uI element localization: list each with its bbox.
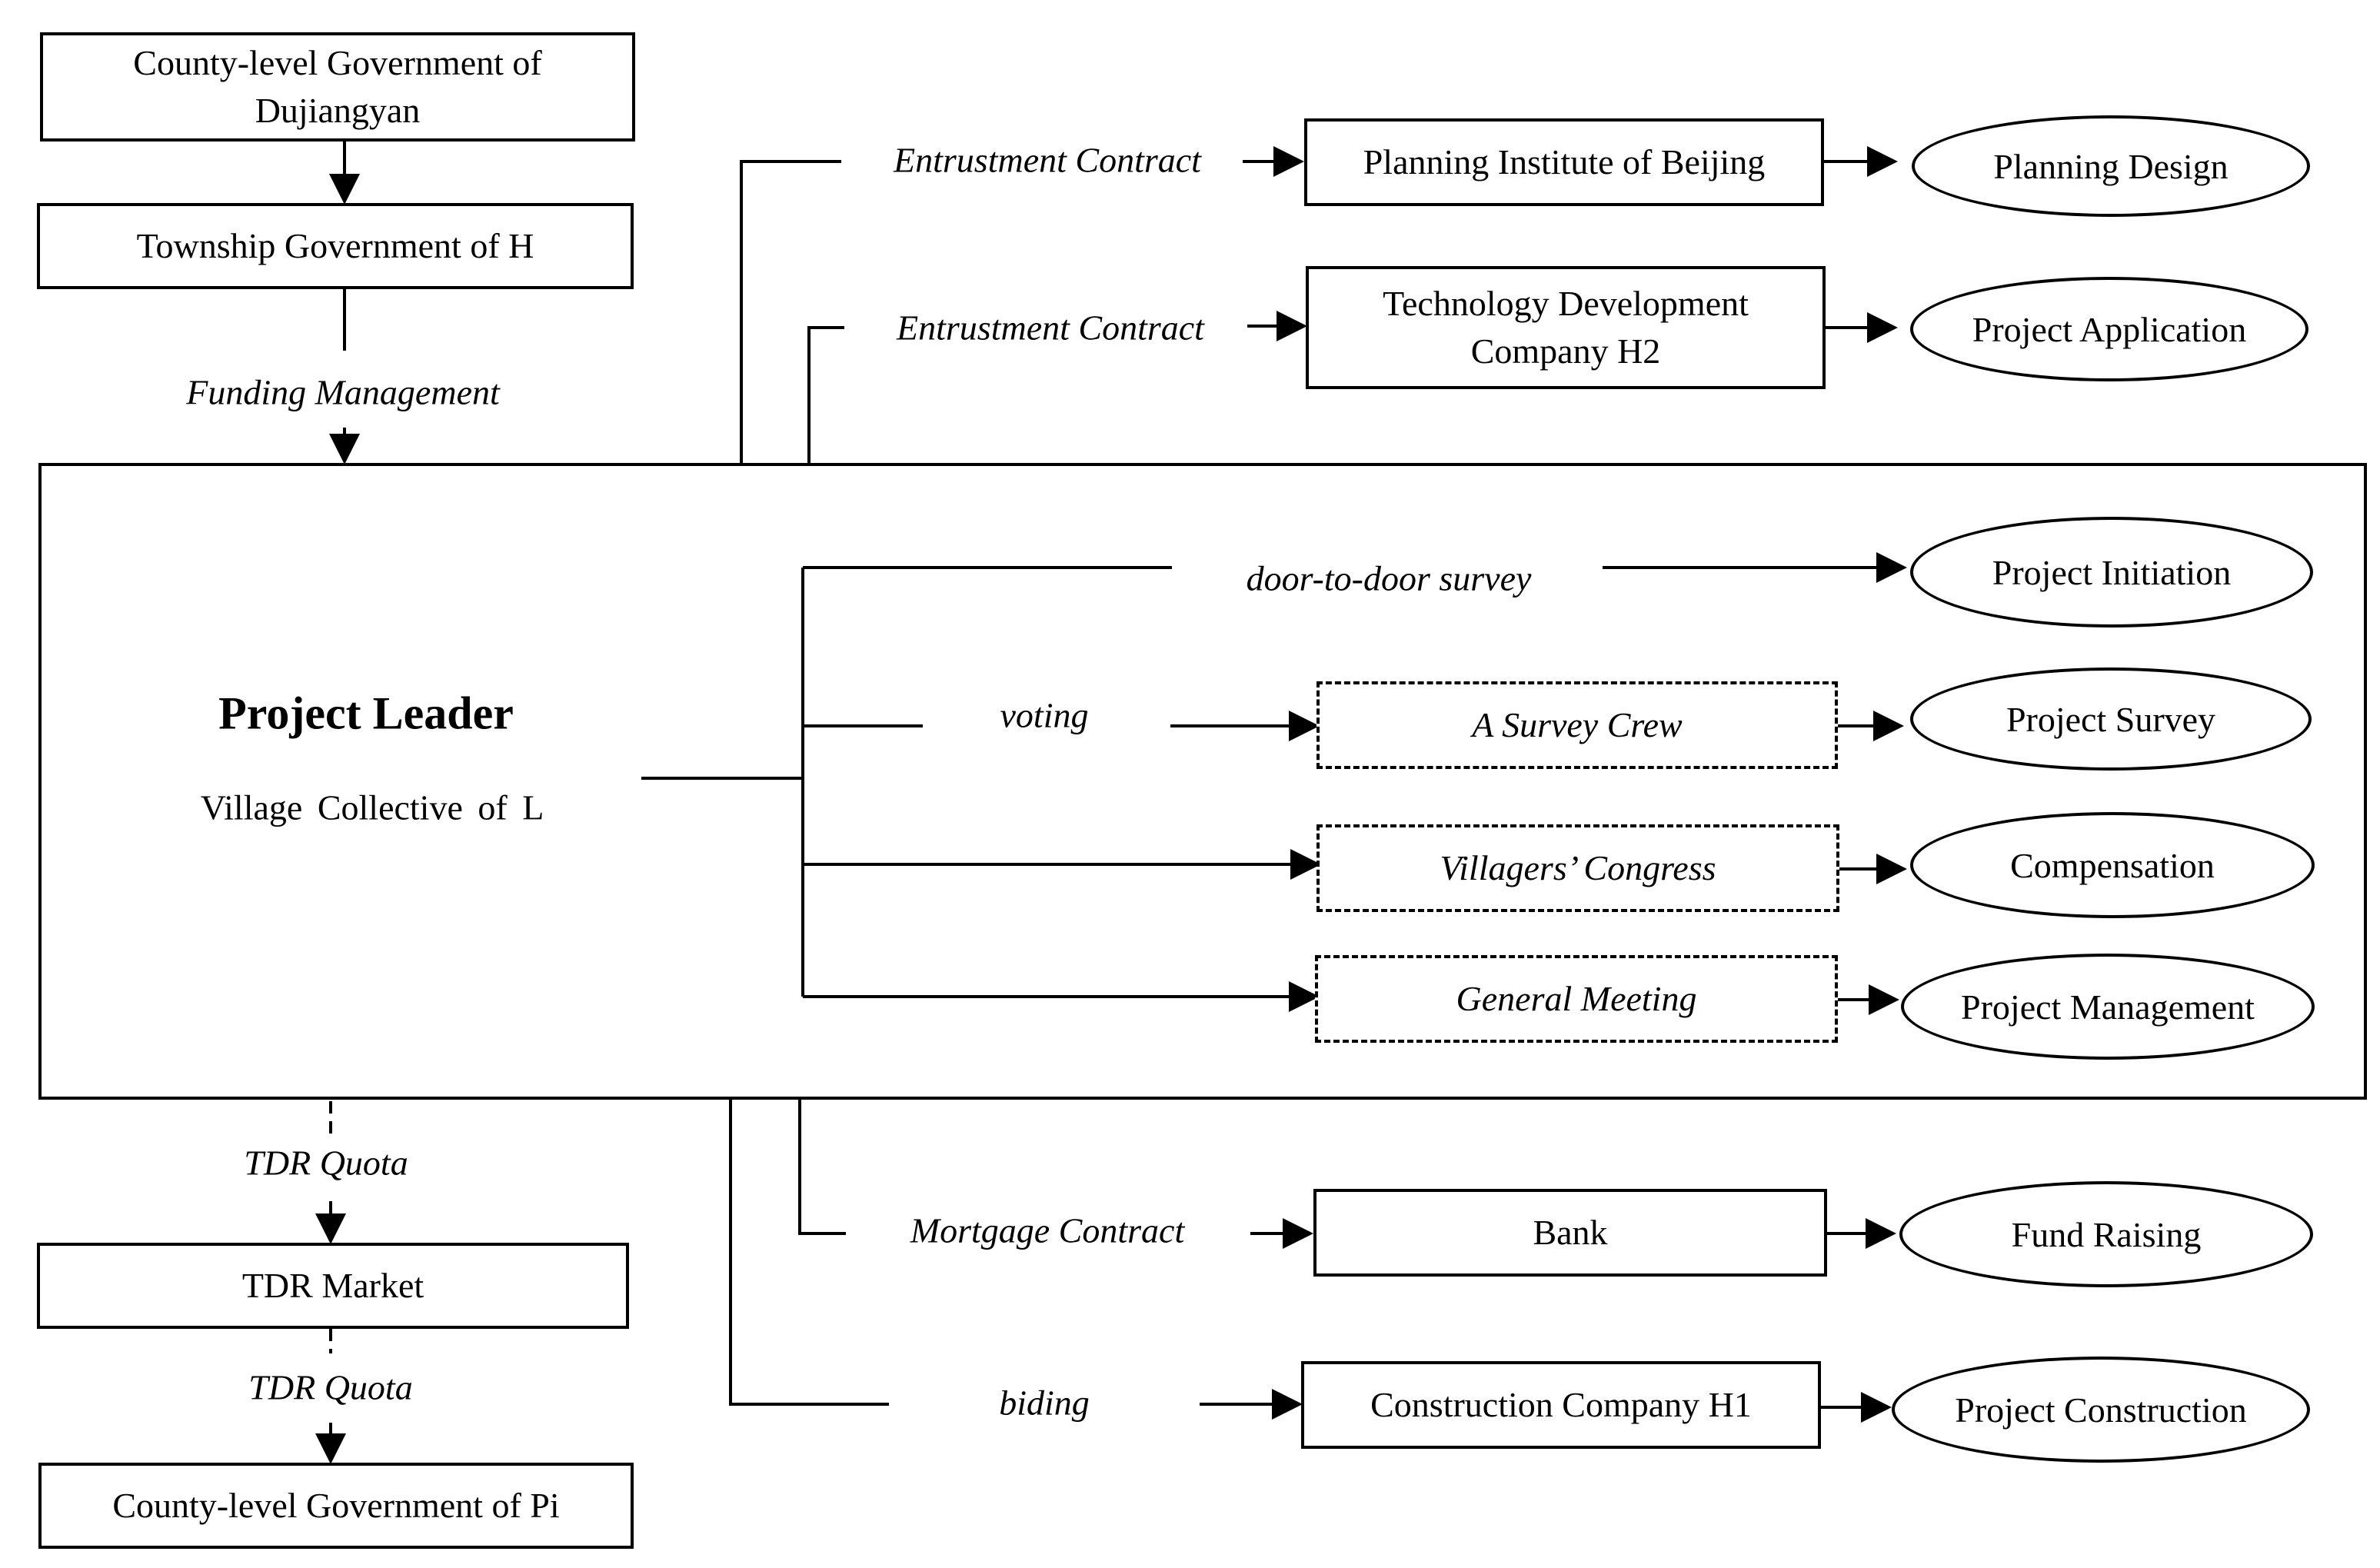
- project-application-ellipse: Project Application: [1910, 277, 2308, 381]
- survey-crew-box: A Survey Crew: [1316, 681, 1838, 769]
- label-door-to-door-survey: door-to-door survey: [1246, 558, 1532, 598]
- construction-company-text: Construction Company H1: [1370, 1385, 1752, 1424]
- planning-institute-text: Planning Institute of Beijing: [1363, 142, 1766, 181]
- project-survey-text: Project Survey: [2006, 699, 2216, 739]
- county-dujiangyan-text: County-level Government of Dujiangyan: [133, 43, 542, 130]
- label-voting: voting: [1000, 695, 1089, 735]
- project-construction-ellipse: Project Construction: [1892, 1357, 2310, 1463]
- county-pi-text: County-level Government of Pi: [112, 1486, 560, 1525]
- tdr-market-text: TDR Market: [241, 1266, 424, 1305]
- project-survey-ellipse: Project Survey: [1910, 667, 2312, 771]
- general-meeting-text: General Meeting: [1456, 979, 1697, 1018]
- label-entrustment-contract-1: Entrustment Contract: [894, 140, 1201, 180]
- label-funding-management: Funding Management: [186, 372, 500, 412]
- villagers-congress-text: Villagers’ Congress: [1440, 848, 1716, 887]
- bank-text: Bank: [1533, 1213, 1608, 1252]
- construction-company-box: Construction Company H1: [1301, 1361, 1821, 1449]
- label-entrustment-contract-2: Entrustment Contract: [897, 308, 1204, 348]
- label-tdr-quota-1: TDR Quota: [244, 1143, 408, 1183]
- label-biding: biding: [999, 1383, 1090, 1423]
- survey-crew-text: A Survey Crew: [1472, 705, 1683, 744]
- project-management-text: Project Management: [1961, 987, 2255, 1027]
- township-h-box: Township Government of H: [37, 203, 634, 289]
- planning-design-text: Planning Design: [1993, 146, 2229, 186]
- project-initiation-text: Project Initiation: [1992, 552, 2232, 592]
- general-meeting-box: General Meeting: [1315, 955, 1838, 1043]
- township-h-text: Township Government of H: [136, 226, 534, 265]
- project-leader-frame: [38, 463, 2367, 1100]
- tdr-market-box: TDR Market: [37, 1243, 629, 1329]
- fund-raising-ellipse: Fund Raising: [1899, 1181, 2313, 1287]
- tech-company-text: Technology Development Company H2: [1383, 284, 1749, 371]
- project-management-ellipse: Project Management: [1901, 954, 2315, 1060]
- fund-raising-text: Fund Raising: [2011, 1214, 2202, 1254]
- line-frame-to-entrustment-2: [807, 326, 844, 463]
- line-frame-to-entrustment-1: [740, 160, 841, 463]
- compensation-ellipse: Compensation: [1910, 812, 2315, 918]
- tech-company-box: Technology Development Company H2: [1306, 266, 1826, 389]
- project-construction-text: Project Construction: [1955, 1390, 2247, 1430]
- project-leader-title: Project Leader: [218, 687, 514, 739]
- project-initiation-ellipse: Project Initiation: [1910, 517, 2313, 628]
- line-frame-to-mortgage: [798, 1100, 846, 1235]
- project-application-text: Project Application: [1972, 309, 2247, 349]
- line-frame-to-biding: [729, 1100, 889, 1406]
- planning-design-ellipse: Planning Design: [1912, 115, 2310, 217]
- county-dujiangyan-box: County-level Government of Dujiangyan: [40, 32, 635, 141]
- county-pi-box: County-level Government of Pi: [38, 1463, 634, 1549]
- bank-box: Bank: [1313, 1189, 1827, 1277]
- project-leader-subtitle: Village Collective of L: [200, 787, 544, 827]
- label-mortgage-contract: Mortgage Contract: [910, 1210, 1185, 1250]
- villagers-congress-box: Villagers’ Congress: [1316, 824, 1839, 912]
- label-tdr-quota-2: TDR Quota: [248, 1367, 413, 1407]
- compensation-text: Compensation: [2010, 845, 2215, 885]
- planning-institute-box: Planning Institute of Beijing: [1304, 118, 1824, 206]
